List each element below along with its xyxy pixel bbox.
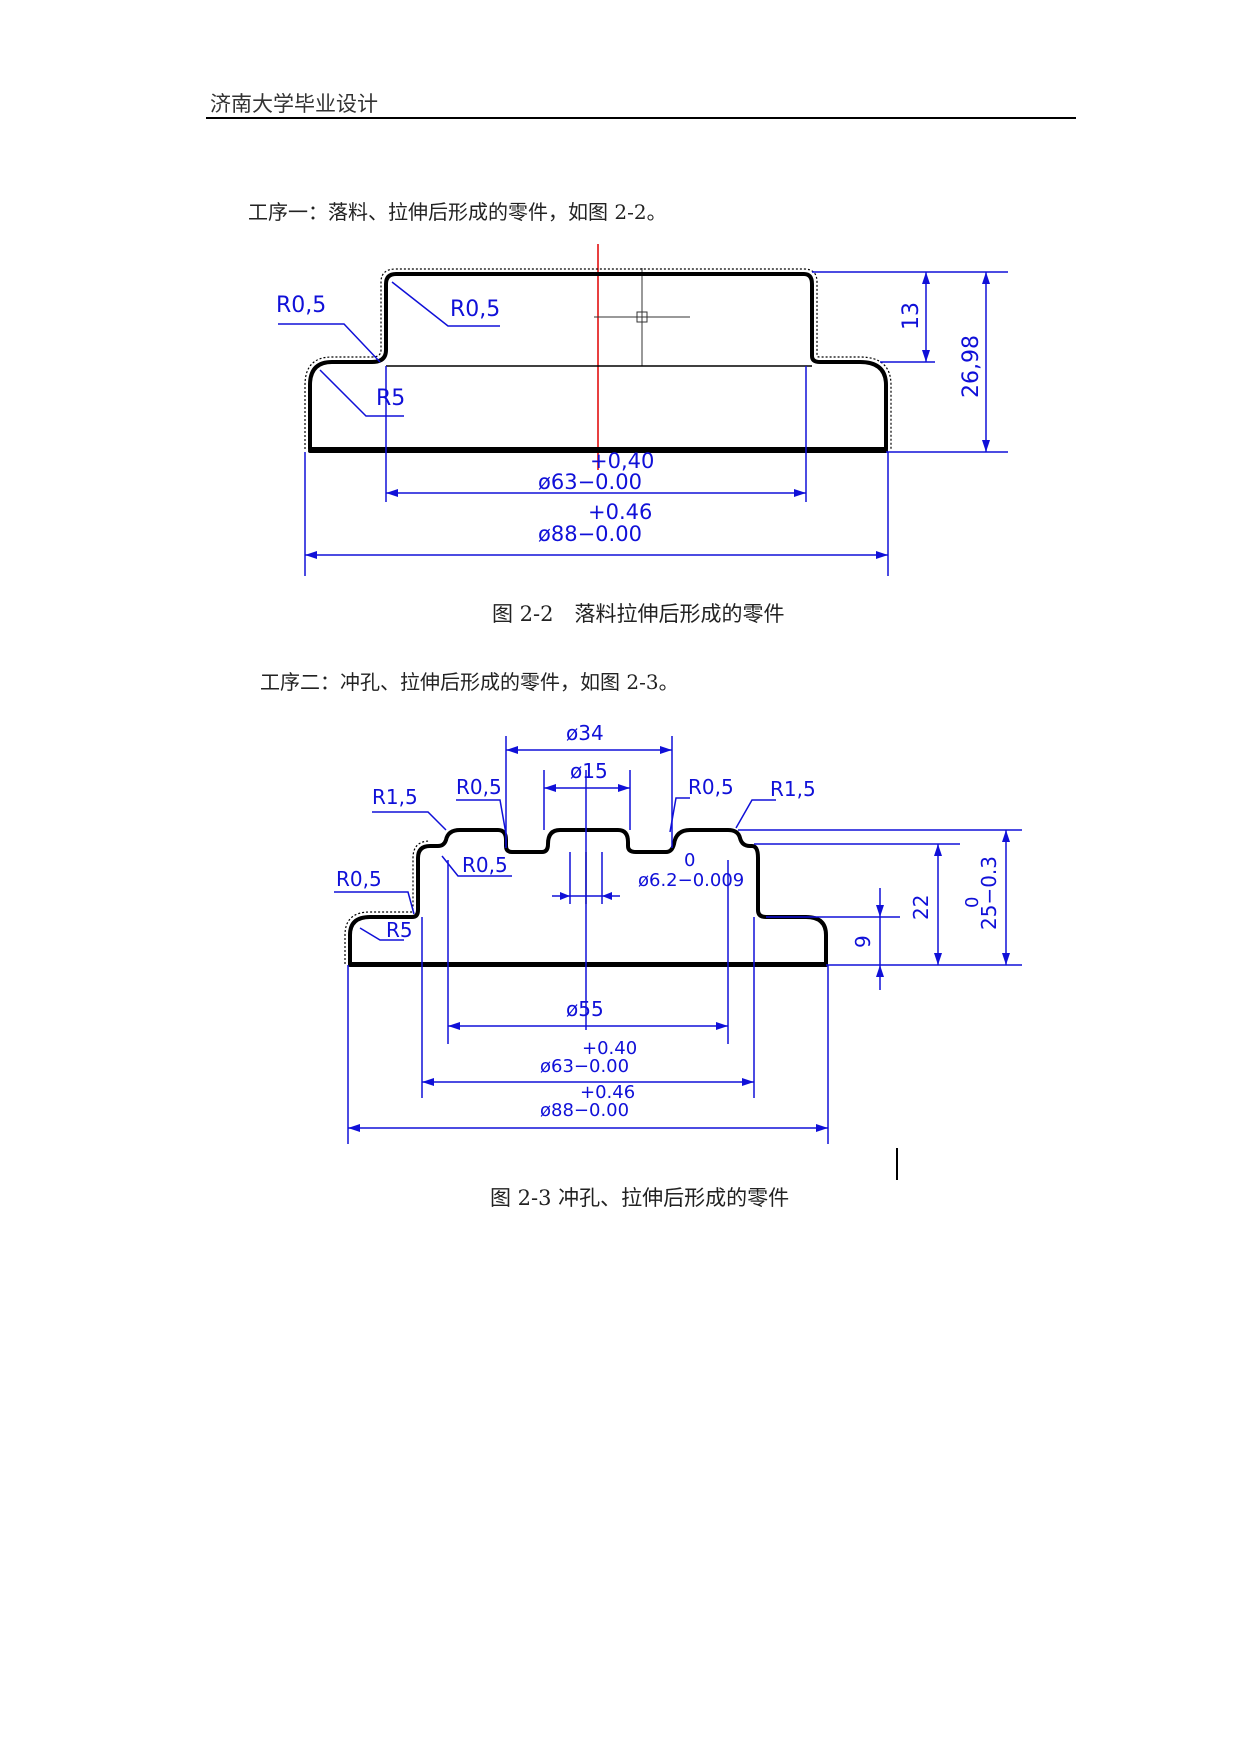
label-d88: ø88−0.00 — [540, 1100, 629, 1121]
label-d15: ø15 — [570, 759, 608, 783]
label-height-9: 9 — [851, 935, 875, 948]
label-d6-2: ø6.2−0.009 — [638, 870, 744, 891]
label-height-13: 13 — [899, 302, 924, 330]
label-r05-left: R0,5 — [336, 867, 382, 891]
process-one-text: 工序一：落料、拉伸后形成的零件，如图 2-2。 — [248, 200, 667, 224]
figure-2-3-caption: 图 2-3 冲孔、拉伸后形成的零件 — [490, 1186, 790, 1210]
dimensions-2-2 — [278, 271, 1008, 576]
label-hole-tolerance: 0 — [684, 850, 695, 871]
label-r15-left: R1,5 — [372, 785, 418, 809]
label-r05-a: R0,5 — [276, 293, 326, 318]
label-d63: ø63−0.00 — [538, 470, 642, 494]
label-r05-inner: R0,5 — [462, 853, 508, 877]
label-r5: R5 — [376, 386, 405, 411]
page-header: 济南大学毕业设计 — [210, 92, 378, 116]
text-cursor — [896, 1148, 898, 1180]
header-divider — [206, 117, 1076, 119]
label-height-26-98: 26,98 — [959, 335, 984, 398]
cad-crosshair-icon — [594, 268, 690, 366]
part-outline-2-2 — [304, 268, 892, 453]
label-d34: ø34 — [566, 721, 604, 745]
label-d63-tolerance: +0,40 — [590, 449, 654, 473]
label-height-25: 25−0.3 — [977, 856, 1001, 930]
label-r05-b: R0,5 — [450, 297, 500, 322]
label-r15-right: R1,5 — [770, 777, 816, 801]
label-d63-tolerance: +0.40 — [582, 1038, 637, 1059]
label-r5: R5 — [386, 918, 413, 942]
label-height-22: 22 — [909, 895, 933, 920]
label-d63: ø63−0.00 — [540, 1056, 629, 1077]
process-two-text: 工序二：冲孔、拉伸后形成的零件，如图 2-3。 — [260, 670, 679, 694]
label-r05-top-left: R0,5 — [456, 775, 502, 799]
label-r05-top-right: R0,5 — [688, 775, 734, 799]
dimensions-2-3 — [334, 736, 1022, 1144]
label-d55: ø55 — [566, 997, 604, 1021]
figure-2-2-caption: 图 2-2 落料拉伸后形成的零件 — [492, 602, 785, 626]
label-d88: ø88−0.00 — [538, 522, 642, 546]
label-d88-tolerance: +0.46 — [580, 1082, 635, 1103]
label-d88-tolerance: +0.46 — [588, 500, 652, 524]
label-height-25-tolerance: 0 — [962, 897, 983, 908]
